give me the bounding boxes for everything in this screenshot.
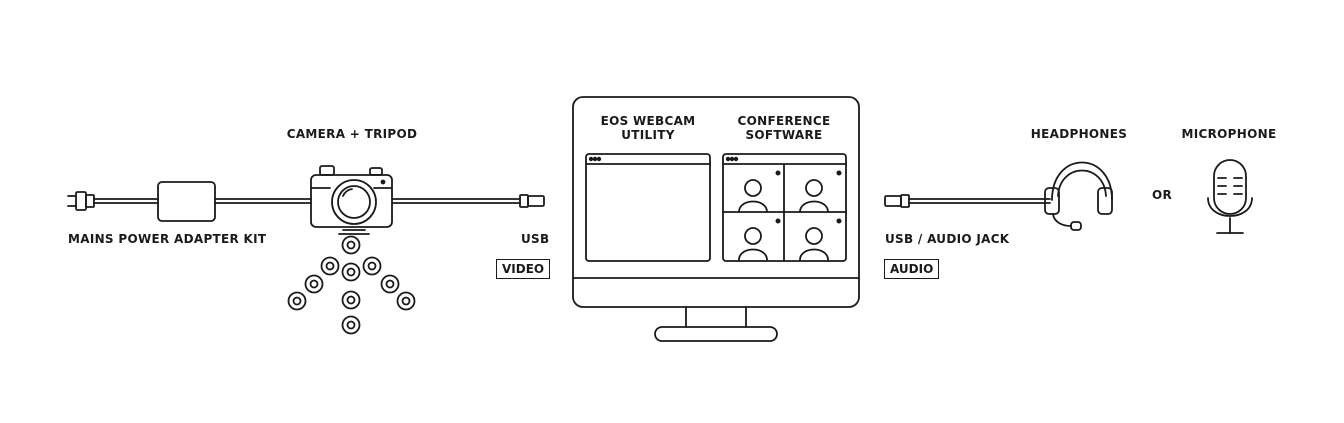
tripod-joint	[396, 291, 416, 311]
tripod-joint	[362, 256, 382, 276]
usb-audio-jack-label: USB / AUDIO JACK	[885, 232, 1010, 246]
tripod-joint	[341, 262, 361, 282]
tripod-joint	[320, 256, 340, 276]
headphones-label: HEADPHONES	[1030, 127, 1128, 141]
power-adapter-icon	[157, 181, 216, 222]
usb-cable-left	[391, 194, 545, 208]
headphones-icon	[1044, 161, 1113, 231]
usb-label: USB	[521, 232, 550, 246]
microphone-label: MICROPHONE	[1181, 127, 1277, 141]
audio-tag: AUDIO	[884, 259, 940, 279]
eos-webcam-label-line2: UTILITY	[621, 128, 675, 142]
tripod-joint	[341, 235, 361, 255]
tripod-joint	[380, 274, 400, 294]
usb-audio-cable-right	[884, 194, 1051, 208]
monitor-icon	[572, 96, 860, 342]
or-label: OR	[1151, 188, 1173, 202]
mains-power-label: MAINS POWER ADAPTER KIT	[68, 232, 267, 246]
power-cable	[93, 198, 312, 204]
participant-avatar-icon	[738, 218, 781, 261]
camera-tripod-label: CAMERA + TRIPOD	[286, 127, 418, 141]
microphone-icon	[1207, 159, 1253, 234]
conference-window	[722, 153, 847, 262]
tripod-joint	[287, 291, 307, 311]
tripod-icon	[287, 229, 416, 335]
power-plug-icon	[67, 191, 95, 211]
eos-webcam-window	[585, 153, 711, 262]
camera-icon	[310, 165, 393, 228]
eos-webcam-label-line1: EOS WEBCAM	[600, 114, 696, 128]
participant-avatar-icon	[799, 218, 842, 261]
participant-avatar-icon	[738, 170, 781, 213]
conference-label-line1: CONFERENCE	[737, 114, 831, 128]
video-tag: VIDEO	[496, 259, 551, 279]
tripod-joint	[341, 290, 361, 310]
tripod-joint	[341, 315, 361, 335]
conference-label-line2: SOFTWARE	[745, 128, 823, 142]
tripod-joint	[304, 274, 324, 294]
participant-avatar-icon	[799, 170, 842, 213]
